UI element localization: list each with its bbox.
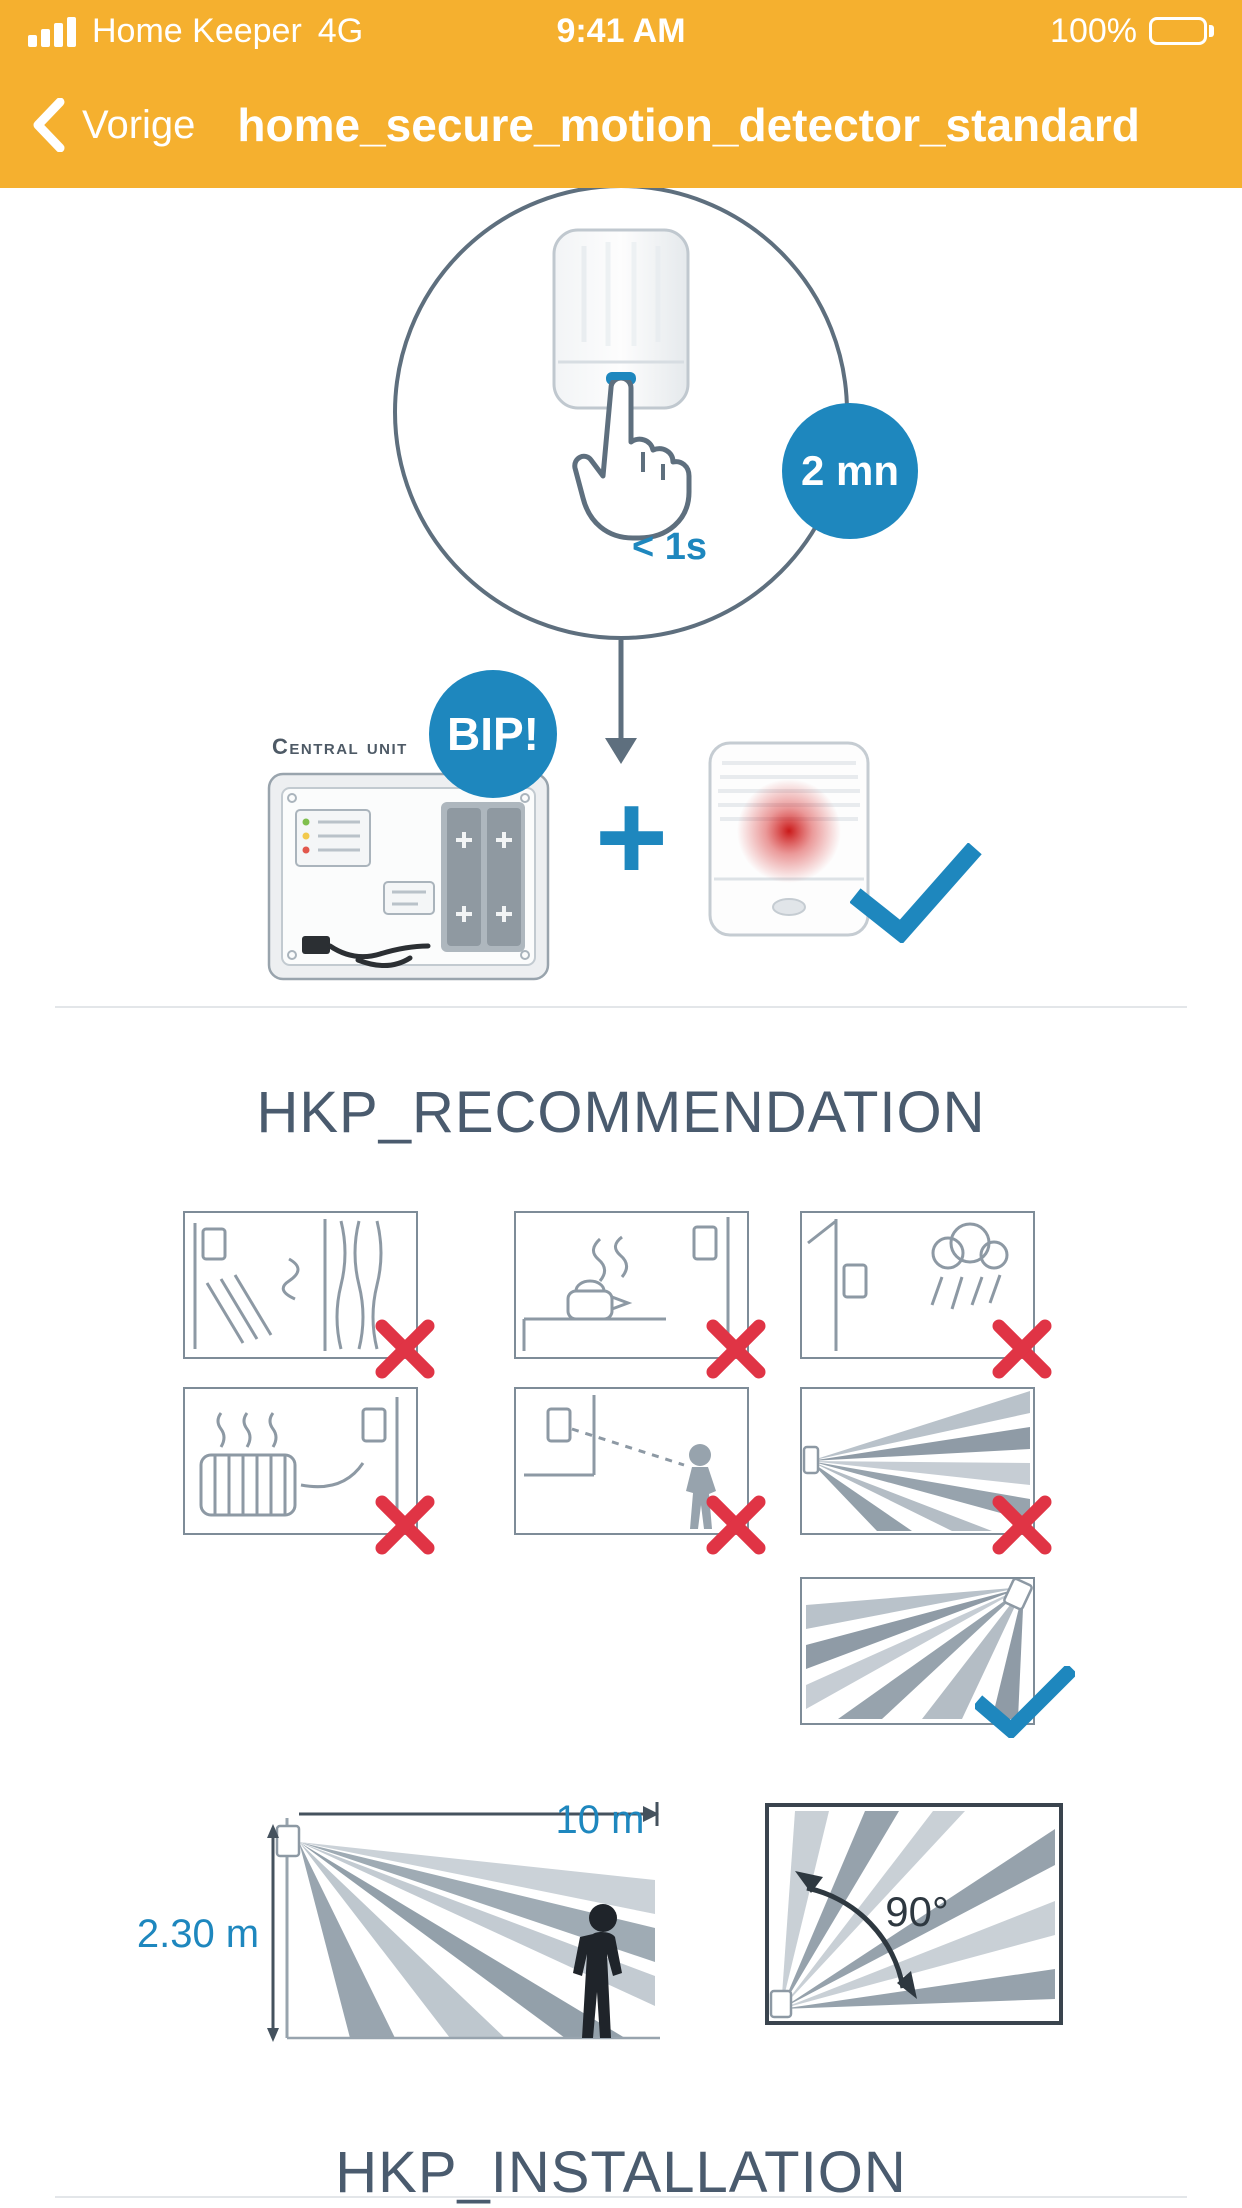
warning-draft-window <box>183 1211 418 1359</box>
signal-strength-icon <box>28 15 76 47</box>
check-icon <box>975 1666 1075 1738</box>
cross-icon <box>375 1495 435 1555</box>
page-title: home_secure_motion_detector_standard <box>237 99 1140 151</box>
cross-icon <box>706 1319 766 1379</box>
plus-icon: + <box>595 768 668 907</box>
height-measure-arrow <box>267 1824 279 2042</box>
draft-window-illustration <box>193 1219 383 1351</box>
warning-heat-steam <box>514 1211 749 1359</box>
recommendation-heading: HKP_RECOMMENDATION <box>256 1080 986 1145</box>
cross-icon <box>992 1319 1052 1379</box>
beam-corner-illustration <box>806 1577 1033 1719</box>
detector-mount-icon <box>275 1824 301 1858</box>
range-diagram <box>267 1802 660 2042</box>
header: Home Keeper 4G 9:41 AM 100% Vorige home_… <box>0 0 1242 188</box>
chevron-left-icon <box>33 98 65 152</box>
warning-beam-parallel <box>800 1387 1035 1535</box>
mount-height-label: 2.30 m <box>136 1912 260 1956</box>
detection-range-label: 10 m <box>555 1798 645 1842</box>
warning-radiator <box>183 1387 418 1535</box>
warning-outdoor-rain <box>800 1211 1035 1359</box>
range-measure-arrow <box>299 1802 659 1826</box>
child-reach-illustration <box>524 1395 716 1529</box>
central-unit-label: Central unit <box>272 734 408 759</box>
arrow-down-icon <box>605 640 637 764</box>
beam-parallel-illustration <box>802 1391 1030 1531</box>
status-bar: Home Keeper 4G 9:41 AM 100% <box>0 0 1242 62</box>
status-left: Home Keeper 4G <box>28 12 363 51</box>
content: < 1s 2 mn Central unit <box>0 184 1242 2208</box>
central-unit-illustration <box>267 772 550 981</box>
detector-corner-icon <box>769 1989 793 2019</box>
rain-illustration <box>807 1219 1009 1351</box>
status-right: 100% <box>1050 12 1214 51</box>
carrier-name: Home Keeper <box>92 11 302 50</box>
back-button[interactable]: Vorige <box>30 98 195 152</box>
angle-arc-arrow <box>795 1871 917 1999</box>
warning-children-reach <box>514 1387 749 1535</box>
detector-armed-illustration <box>708 741 870 937</box>
success-check-icon <box>850 843 982 943</box>
section-divider <box>55 2196 1187 2198</box>
angle-diagram <box>765 1803 1063 2025</box>
section-divider <box>55 1006 1187 1008</box>
pairing-window-badge: 2 mn <box>782 403 918 539</box>
power-connector <box>302 936 330 954</box>
steam-kettle-illustration <box>522 1217 730 1353</box>
alert-led-glow <box>737 779 841 883</box>
detection-angle-label: 90° <box>885 1888 949 1935</box>
hand-press-icon <box>572 380 692 541</box>
radiator-illustration <box>199 1397 399 1527</box>
pairing-step-circle: < 1s <box>393 184 849 640</box>
motion-detector-illustration <box>552 228 690 410</box>
press-duration-label: < 1s <box>632 526 708 568</box>
navigation-bar: Vorige home_secure_motion_detector_stand… <box>0 62 1242 188</box>
back-button-label: Vorige <box>82 102 196 147</box>
person-silhouette <box>573 1904 622 2038</box>
correct-beam-angle <box>800 1577 1035 1725</box>
battery-percentage: 100% <box>1050 11 1137 50</box>
cross-icon <box>992 1495 1052 1555</box>
network-type: 4G <box>317 11 364 50</box>
cross-icon <box>375 1319 435 1379</box>
cross-icon <box>706 1495 766 1555</box>
battery-icon <box>1149 17 1214 45</box>
installation-heading: HKP_INSTALLATION <box>335 2140 907 2205</box>
beep-badge: BIP! <box>429 670 557 798</box>
